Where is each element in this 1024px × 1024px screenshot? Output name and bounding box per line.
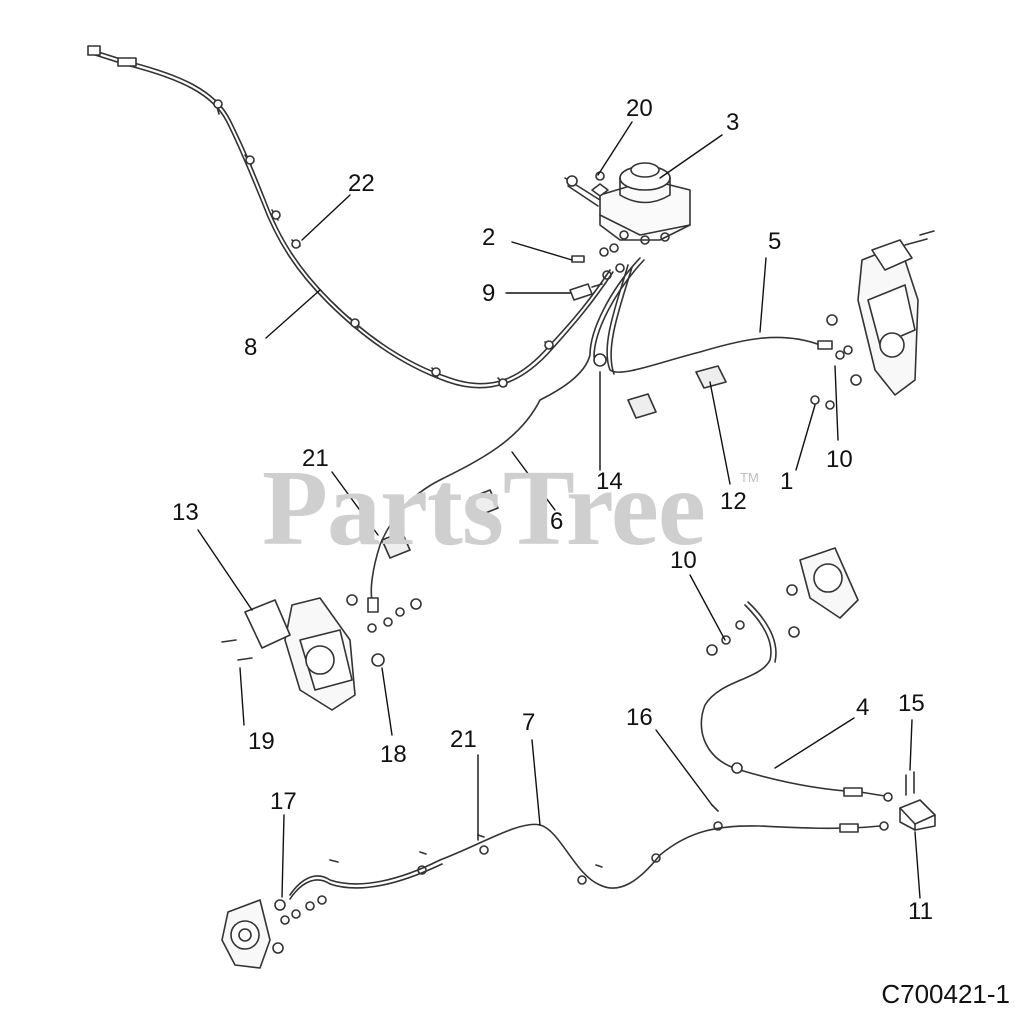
callout-19: 19 bbox=[248, 728, 275, 755]
callout-12: 12 bbox=[720, 488, 747, 515]
callout-7: 7 bbox=[522, 709, 536, 736]
brake-line-7 bbox=[289, 804, 889, 900]
leader-lines bbox=[197, 121, 921, 899]
brake-line-5 bbox=[606, 264, 833, 375]
clip-12a bbox=[627, 393, 657, 419]
callout-10-upper: 10 bbox=[826, 446, 853, 473]
callout-17: 17 bbox=[270, 788, 297, 815]
caliper-front-right bbox=[810, 230, 935, 410]
clip-12b bbox=[695, 365, 727, 389]
callout-5: 5 bbox=[768, 228, 782, 255]
callout-16: 16 bbox=[626, 704, 653, 731]
brake-line-4 bbox=[700, 601, 893, 802]
brake-line-6 bbox=[367, 257, 645, 613]
watermark: PartsTree bbox=[262, 449, 706, 568]
callout-14: 14 bbox=[596, 468, 623, 495]
callout-15: 15 bbox=[898, 690, 925, 717]
callout-6: 6 bbox=[550, 508, 564, 535]
clip-21a bbox=[381, 489, 499, 559]
callout-22: 22 bbox=[348, 170, 375, 197]
callout-13: 13 bbox=[172, 499, 199, 526]
master-cylinder bbox=[564, 162, 691, 245]
fittings-upper bbox=[569, 243, 625, 301]
caliper-rear-left bbox=[221, 895, 327, 969]
callout-2: 2 bbox=[482, 224, 496, 251]
caliper-front-left bbox=[221, 594, 422, 711]
brake-line-8 bbox=[87, 45, 614, 389]
callout-3: 3 bbox=[726, 109, 740, 136]
trademark-mark: TM bbox=[740, 470, 759, 485]
callout-11: 11 bbox=[908, 898, 933, 925]
callout-8: 8 bbox=[244, 334, 258, 361]
caliper-rear-right bbox=[786, 547, 859, 638]
callout-18: 18 bbox=[380, 741, 407, 768]
callout-10-lower: 10 bbox=[670, 547, 697, 574]
figure-id: C700421-1 bbox=[881, 979, 1010, 1009]
callout-21-lower: 21 bbox=[450, 726, 477, 753]
callout-9: 9 bbox=[482, 280, 496, 307]
callout-20: 20 bbox=[626, 95, 653, 122]
tee-block bbox=[899, 771, 936, 831]
clip-14 bbox=[593, 353, 607, 367]
callout-21-upper: 21 bbox=[302, 445, 329, 472]
callout-1: 1 bbox=[780, 468, 794, 495]
callout-4: 4 bbox=[856, 694, 870, 721]
